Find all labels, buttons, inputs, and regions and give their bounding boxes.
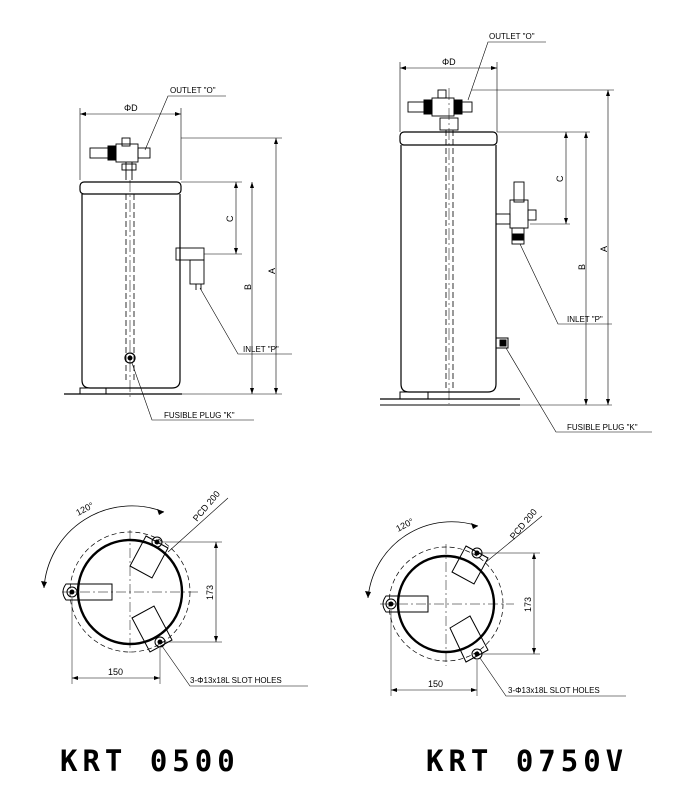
right-pcd-label: PCD 200 bbox=[508, 507, 539, 541]
left-angle-arc bbox=[43, 505, 165, 589]
right-fusible-leader bbox=[505, 347, 652, 433]
right-fusible-label: FUSIBLE PLUG "K" bbox=[567, 423, 638, 432]
left-inlet-leader bbox=[199, 287, 292, 355]
right-dim-b: B bbox=[577, 264, 587, 270]
right-inlet-leader bbox=[519, 243, 612, 325]
right-outlet-leader bbox=[467, 41, 546, 101]
left-lug-top bbox=[129, 535, 169, 579]
right-elevation-view: ΦD OUTLET "O" bbox=[380, 32, 652, 433]
right-angle-arc bbox=[367, 521, 479, 599]
left-fusible-plug-icon bbox=[124, 352, 136, 364]
right-model-title: KRT 0750V bbox=[426, 744, 629, 778]
right-dim-a: A bbox=[599, 246, 609, 252]
left-dim-b: B bbox=[243, 284, 253, 290]
left-height-dim: 173 bbox=[205, 585, 215, 600]
left-base-foot bbox=[79, 387, 107, 395]
right-inlet-label: INLET "P" bbox=[567, 315, 603, 324]
left-fusible-leader bbox=[131, 362, 254, 421]
right-width-dim: 150 bbox=[428, 679, 443, 689]
right-base-plan-view: 120° PCD 200 173 150 3-Φ13x18L SLOT HOLE… bbox=[365, 507, 626, 697]
left-width-dim: 150 bbox=[108, 667, 123, 677]
left-outlet-valve bbox=[89, 137, 151, 180]
right-dim-c: C bbox=[555, 175, 565, 182]
left-diameter-dimension: ΦD bbox=[79, 103, 182, 180]
left-outlet-leader bbox=[144, 95, 226, 151]
left-lug-bottom bbox=[131, 605, 173, 653]
right-diameter-label: ΦD bbox=[442, 57, 456, 67]
right-lug-bottom bbox=[449, 615, 489, 663]
left-pcd-label: PCD 200 bbox=[191, 489, 222, 523]
right-slot-holes-label: 3-Φ13x18L SLOT HOLES bbox=[508, 686, 600, 695]
left-inlet-label: INLET "P" bbox=[243, 345, 279, 354]
left-model-title: KRT 0500 bbox=[60, 744, 240, 778]
left-outlet-label: OUTLET "O" bbox=[170, 86, 216, 95]
left-slot-holes-label: 3-Φ13x18L SLOT HOLES bbox=[190, 676, 282, 685]
left-base-plan-view: 120° PCD 200 173 150 bbox=[41, 489, 308, 687]
left-elevation-view: ΦD OUTLET "O" bbox=[64, 86, 292, 421]
left-dim-c: C bbox=[225, 215, 235, 222]
right-inlet-valve bbox=[495, 181, 537, 245]
left-vessel-top-cap bbox=[79, 181, 182, 195]
right-fusible-plug-icon bbox=[495, 337, 509, 349]
right-lug-top bbox=[451, 545, 489, 585]
left-dim-a: A bbox=[267, 268, 277, 274]
right-vessel-body bbox=[400, 145, 497, 393]
right-height-dim: 173 bbox=[523, 597, 533, 612]
right-vessel-top-cap bbox=[399, 131, 498, 146]
right-outlet-valve bbox=[407, 89, 473, 131]
left-lug-left bbox=[62, 583, 113, 601]
left-vessel-body bbox=[81, 194, 181, 389]
left-fusible-label: FUSIBLE PLUG "K" bbox=[164, 411, 235, 420]
right-outlet-label: OUTLET "O" bbox=[489, 32, 535, 41]
left-diameter-label: ΦD bbox=[124, 103, 138, 113]
right-base-foot bbox=[399, 391, 429, 400]
right-diameter-dimension: ΦD bbox=[399, 57, 498, 132]
right-lug-left bbox=[382, 595, 429, 613]
